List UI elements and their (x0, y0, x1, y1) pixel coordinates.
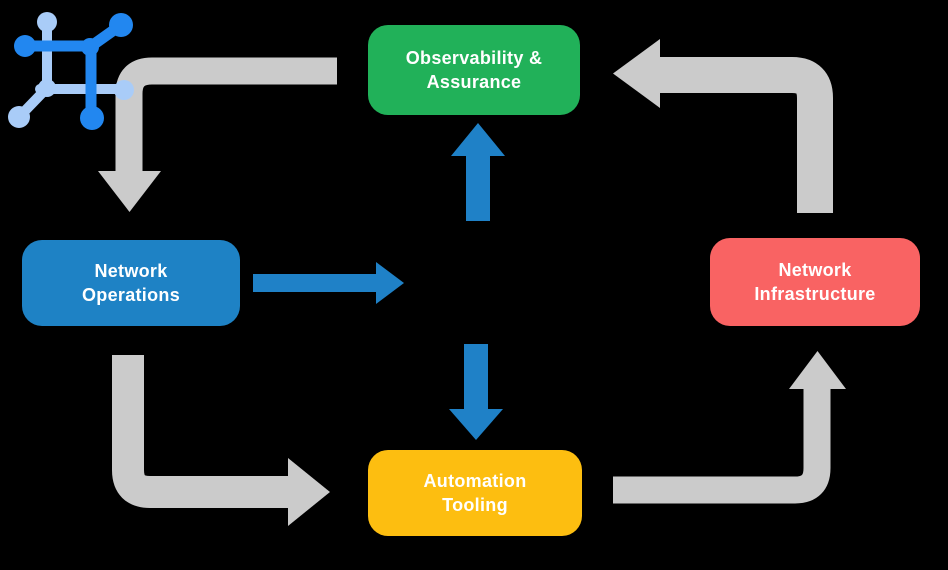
node-label-line: Observability & (405, 47, 543, 68)
blue-arrow-down-head (449, 409, 503, 440)
node-label-line: Network (778, 259, 852, 280)
arrow-netops-to-autotool-shaft (112, 355, 288, 508)
blue-arrow-shafts (253, 154, 490, 411)
arrow-left-head (613, 39, 660, 108)
blue-arrow-right-head (376, 262, 404, 304)
arrow-autotool-to-netinfra-shaft (613, 388, 831, 504)
network-topology-icon (8, 12, 134, 130)
arrow-up-head (789, 351, 846, 389)
blue-arrow-heads (376, 123, 505, 440)
blue-arrow-up-head (451, 123, 505, 156)
node-automation-tooling: Automation Tooling (368, 450, 582, 536)
node-label-line: Operations (81, 285, 181, 305)
arrow-right-head (288, 458, 330, 526)
node-observability-assurance: Observability & Assurance (368, 25, 580, 115)
icon-dark-lines (19, 19, 127, 124)
icon-dark-dots (14, 13, 133, 130)
node-label-line: Assurance (426, 72, 522, 92)
arrow-observability-to-netops-shaft (115, 57, 337, 172)
gray-arrow-heads (98, 39, 846, 526)
arrow-down-head (98, 171, 161, 212)
icon-light-dots (8, 12, 134, 128)
node-network-infrastructure: Network Infrastructure (710, 238, 920, 326)
arrow-netinfra-to-observability-shaft (660, 57, 833, 213)
node-label-line: Automation (423, 470, 527, 491)
node-label-line: Tooling (442, 495, 508, 515)
node-network-operations: Network Operations (22, 240, 240, 326)
node-label-line: Network (94, 260, 168, 281)
node-label-line: Infrastructure (754, 284, 876, 304)
